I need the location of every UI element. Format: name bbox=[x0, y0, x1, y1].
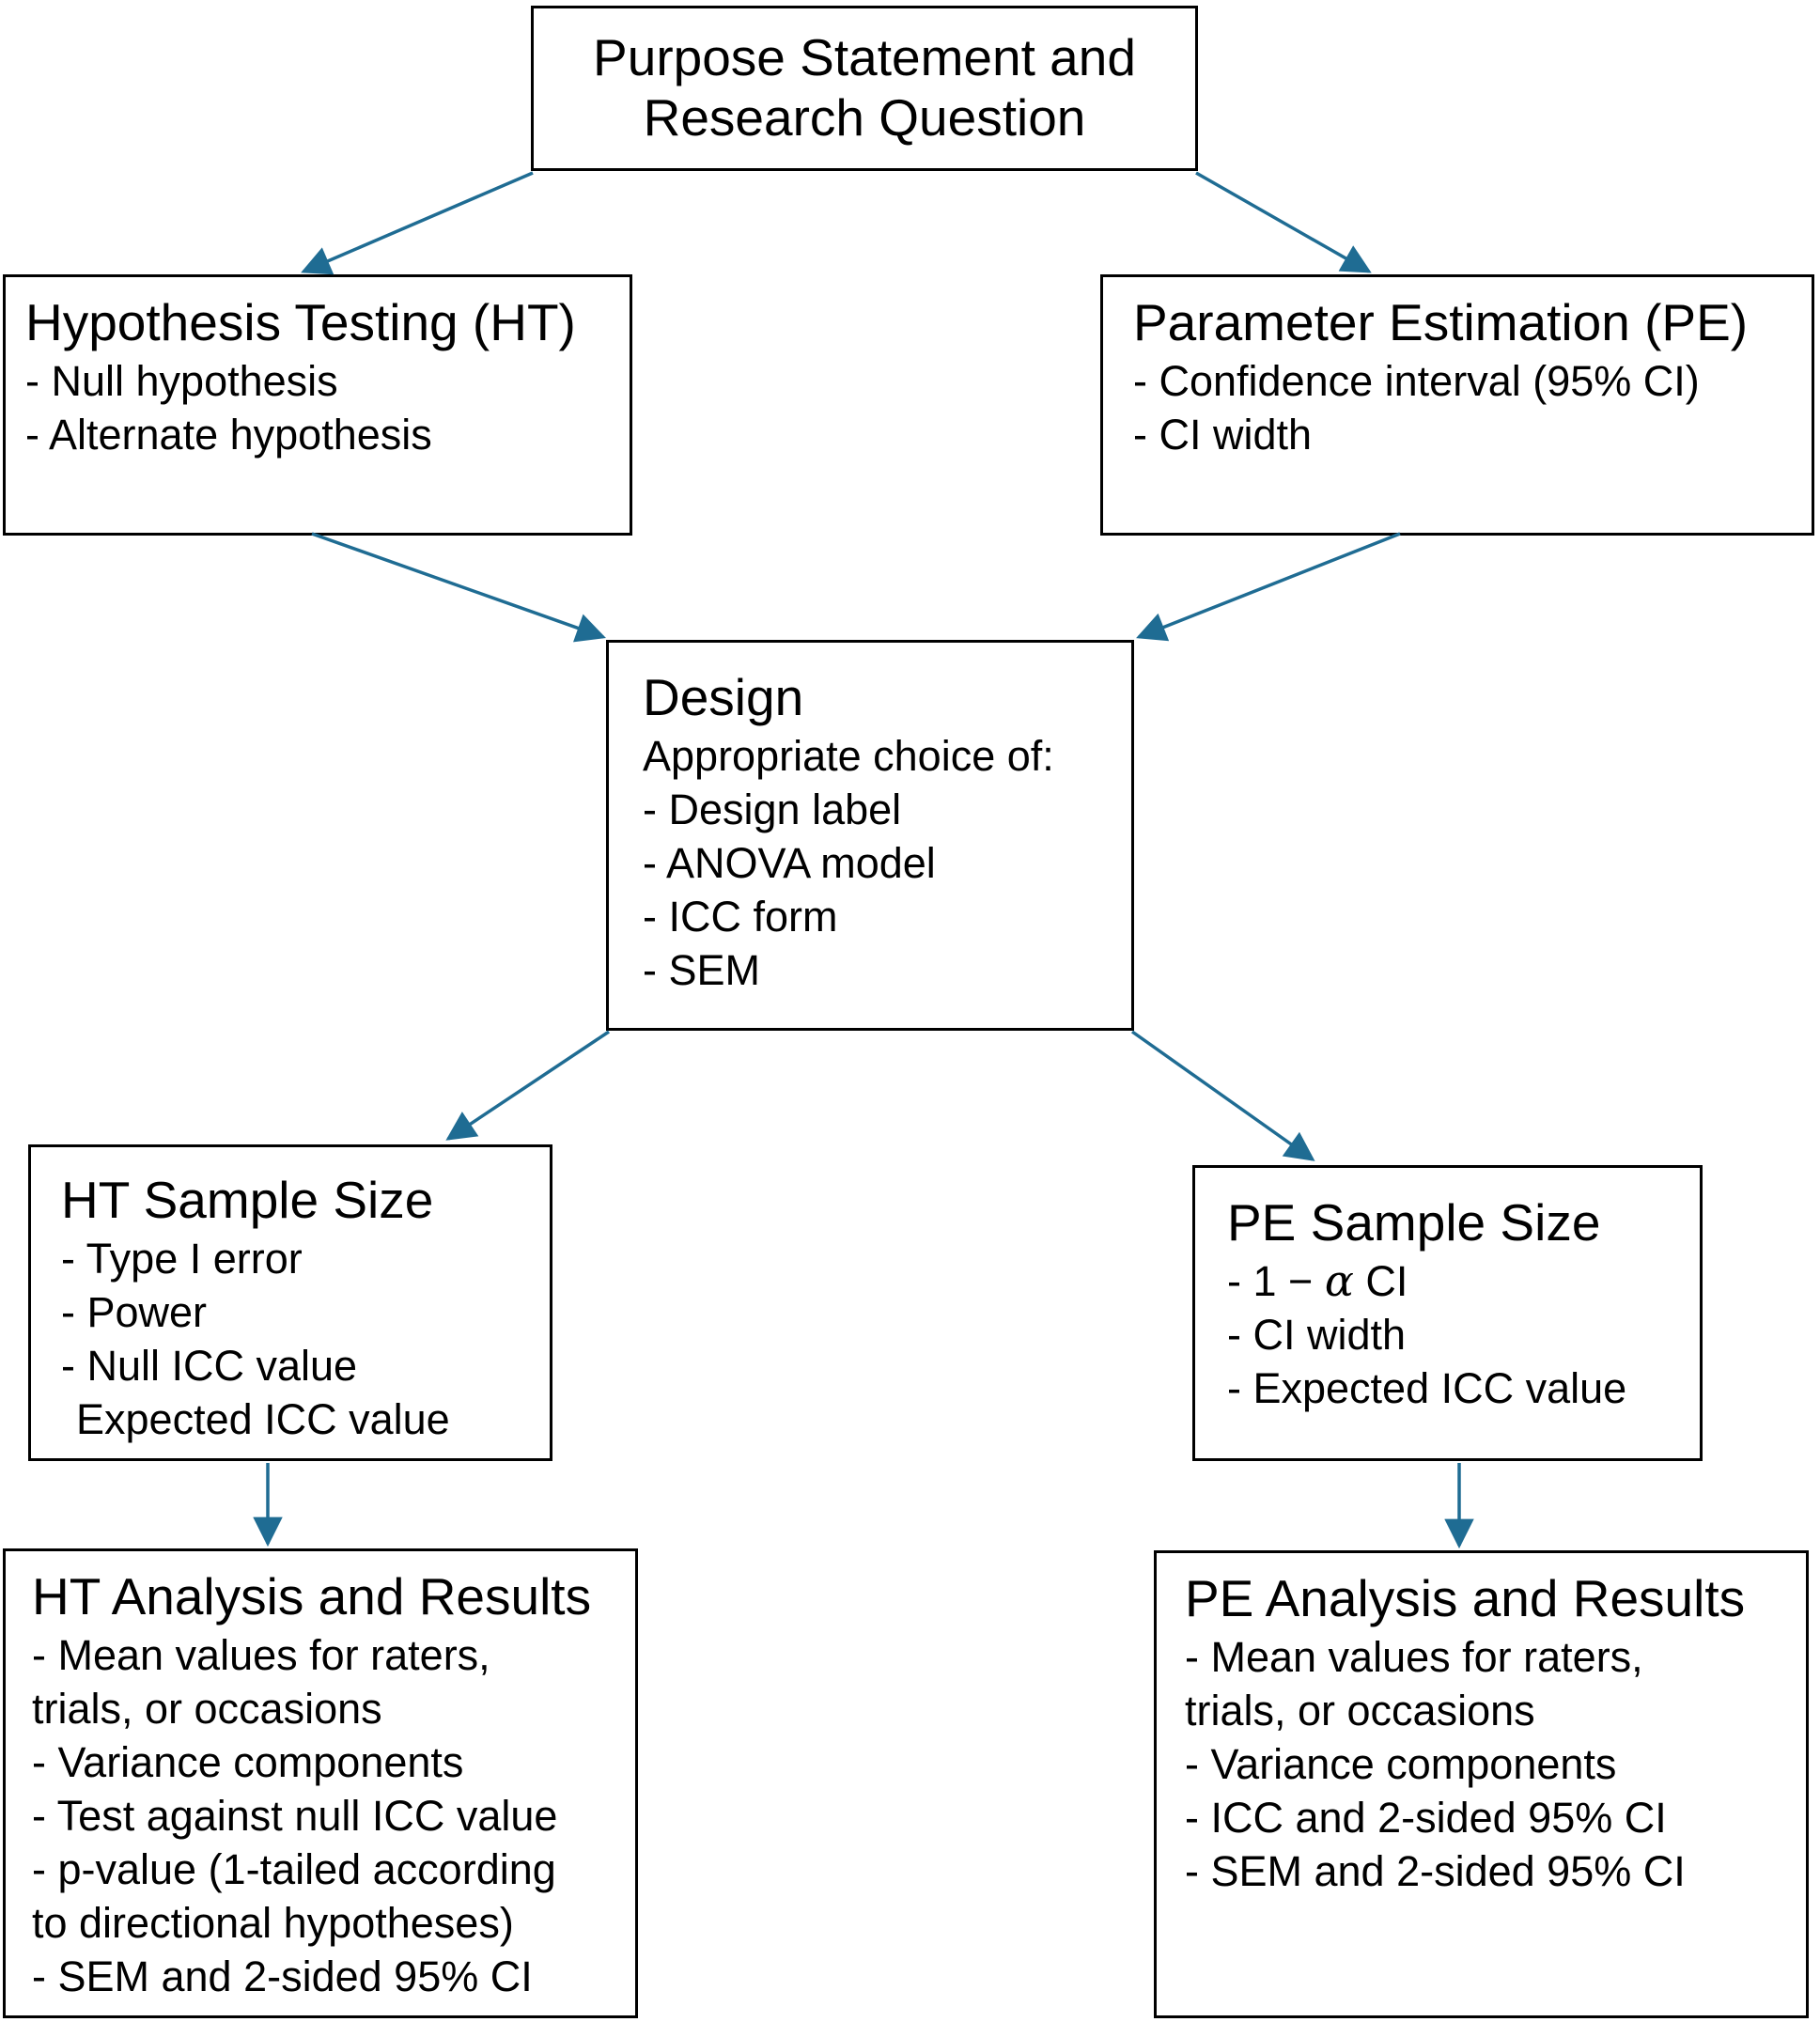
pe-box-title: Parameter Estimation (PE) bbox=[1133, 293, 1749, 351]
ht-analysis-results-box: HT Analysis and Results - Mean values fo… bbox=[3, 1548, 638, 2018]
pe-analysis-item: - SEM and 2-sided 95% CI bbox=[1185, 1847, 1686, 1895]
ht-analysis-item: - SEM and 2-sided 95% CI bbox=[32, 1952, 533, 2000]
ht-box-item: - Null hypothesis bbox=[25, 357, 338, 405]
pe-sample-size-box: PE Sample Size - 1 − α CI - CI width - E… bbox=[1192, 1165, 1703, 1461]
ht-box-title: Hypothesis Testing (HT) bbox=[25, 293, 576, 351]
design-box-item: - ANOVA model bbox=[643, 839, 936, 887]
pe-analysis-item: - Mean values for raters, bbox=[1185, 1633, 1643, 1681]
design-box-item: - SEM bbox=[643, 946, 761, 994]
pe-analysis-item: trials, or occasions bbox=[1185, 1687, 1535, 1734]
pe-box-item: - CI width bbox=[1133, 411, 1313, 459]
alpha-line-suffix: CI bbox=[1353, 1257, 1408, 1305]
pe-analysis-item: - Variance components bbox=[1185, 1740, 1617, 1788]
ht-analysis-title: HT Analysis and Results bbox=[32, 1567, 592, 1625]
alpha-line-prefix: - 1 − bbox=[1227, 1257, 1325, 1305]
purpose-statement-box: Purpose Statement and Research Question bbox=[531, 6, 1198, 171]
ht-sample-size-box: HT Sample Size - Type I error - Power - … bbox=[28, 1144, 552, 1461]
pe-sample-item: - Expected ICC value bbox=[1227, 1364, 1627, 1412]
design-box: Design Appropriate choice of: - Design l… bbox=[606, 640, 1134, 1031]
ht-analysis-item: - Variance components bbox=[32, 1738, 464, 1786]
arrow-pe-to-design bbox=[1136, 532, 1401, 642]
purpose-title-line-1: Purpose Statement and bbox=[593, 28, 1136, 86]
design-box-title: Design bbox=[643, 668, 804, 726]
ht-box-item: - Alternate hypothesis bbox=[25, 411, 432, 459]
pe-box-item: - Confidence interval (95% CI) bbox=[1133, 357, 1700, 405]
ht-sample-item: - Null ICC value bbox=[61, 1342, 358, 1390]
pe-analysis-results-box: PE Analysis and Results - Mean values fo… bbox=[1154, 1550, 1809, 2018]
ht-sample-item: - Power bbox=[61, 1288, 208, 1336]
purpose-title-line-2: Research Question bbox=[643, 88, 1086, 147]
arrow-design-to-ht-sample bbox=[445, 1030, 610, 1141]
alpha-symbol: α bbox=[1324, 1255, 1354, 1306]
design-box-subtitle: Appropriate choice of: bbox=[643, 732, 1054, 780]
arrow-purpose-to-pe bbox=[1195, 171, 1372, 273]
arrow-purpose-to-ht bbox=[301, 171, 534, 275]
design-box-item: - ICC form bbox=[643, 893, 838, 941]
arrow-design-to-pe-sample bbox=[1130, 1030, 1315, 1161]
pe-analysis-title: PE Analysis and Results bbox=[1185, 1569, 1746, 1627]
ht-sample-title: HT Sample Size bbox=[61, 1171, 434, 1229]
ht-analysis-item: - p-value (1-tailed according bbox=[32, 1845, 556, 1893]
ht-analysis-item: to directional hypotheses) bbox=[32, 1899, 514, 1947]
ht-sample-item: Expected ICC value bbox=[76, 1395, 450, 1443]
ht-sample-item: - Type I error bbox=[61, 1235, 303, 1283]
pe-sample-item: - CI width bbox=[1227, 1311, 1407, 1359]
parameter-estimation-box: Parameter Estimation (PE) - Confidence i… bbox=[1100, 274, 1814, 536]
pe-sample-title: PE Sample Size bbox=[1227, 1193, 1601, 1252]
ht-analysis-item: - Test against null ICC value bbox=[32, 1792, 558, 1840]
ht-analysis-item: trials, or occasions bbox=[32, 1685, 382, 1733]
design-box-item: - Design label bbox=[643, 785, 902, 833]
ht-analysis-item: - Mean values for raters, bbox=[32, 1631, 490, 1679]
arrow-ht-to-design bbox=[311, 532, 606, 643]
pe-sample-alpha-item: - 1 − α CI bbox=[1227, 1254, 1690, 1308]
hypothesis-testing-box: Hypothesis Testing (HT) - Null hypothesi… bbox=[3, 274, 632, 536]
pe-analysis-item: - ICC and 2-sided 95% CI bbox=[1185, 1794, 1667, 1842]
